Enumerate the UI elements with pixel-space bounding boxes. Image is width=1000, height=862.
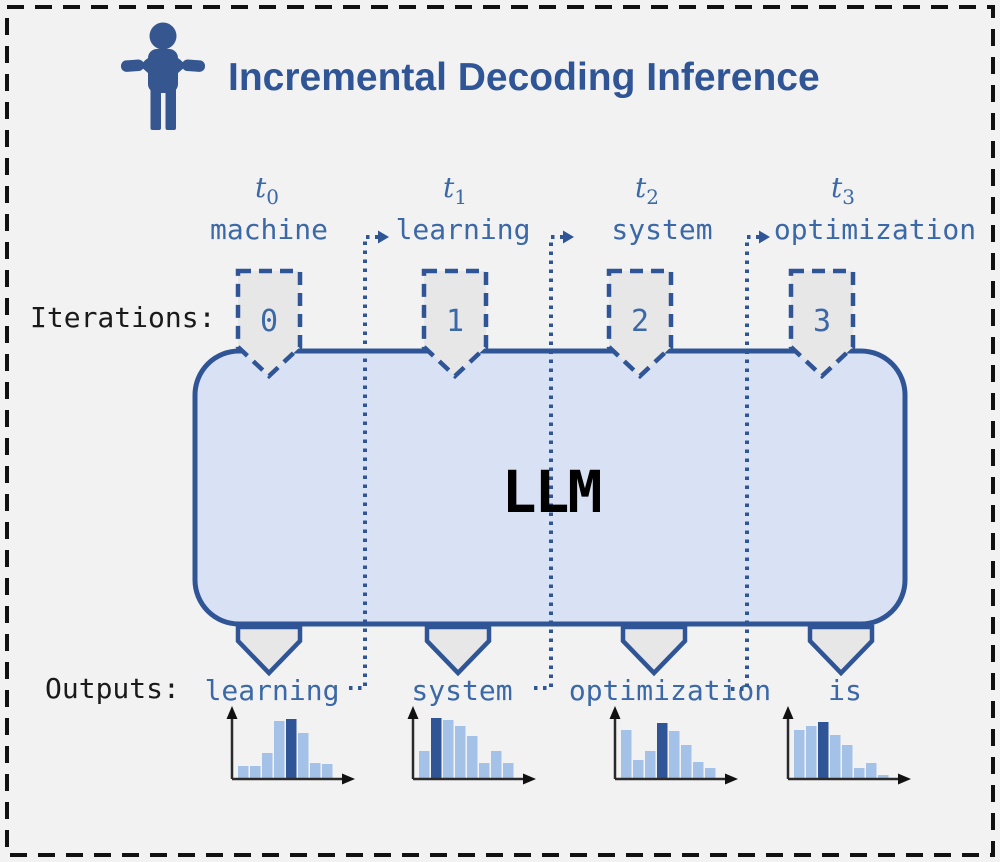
iteration-marker-0 — [235, 268, 303, 380]
time-subscript: 1 — [454, 185, 467, 209]
time-subscript: 2 — [646, 185, 659, 209]
probability-bar — [503, 763, 514, 778]
selected-token-bar — [286, 719, 297, 778]
time-symbol: t — [443, 171, 455, 204]
probability-chart-2 — [609, 706, 738, 785]
probability-bar — [842, 745, 853, 778]
output-token-3: is — [828, 674, 862, 707]
input-token-1: learning — [396, 213, 531, 246]
axis-arrow-icon — [407, 706, 419, 719]
time-label-0: t0 — [255, 171, 279, 209]
probability-bar — [830, 735, 841, 778]
output-token-1: system — [411, 674, 512, 707]
probability-bar — [443, 720, 454, 778]
axis-arrow-icon — [609, 706, 621, 719]
output-token-0: learning — [205, 674, 340, 707]
time-symbol: t — [831, 171, 843, 204]
probability-bar — [878, 775, 889, 778]
iteration-number-1: 1 — [446, 304, 464, 339]
time-label-1: t1 — [443, 171, 467, 209]
probability-bar — [854, 768, 865, 778]
iterations-label: Iterations: — [30, 301, 215, 334]
probability-bar — [491, 751, 502, 778]
axis-arrow-icon — [226, 706, 238, 719]
axis-arrow-icon — [342, 773, 355, 785]
probability-bar — [298, 733, 309, 778]
probability-bars — [419, 718, 514, 778]
axis-arrow-icon — [782, 706, 794, 719]
output-token-2: optimization — [569, 674, 771, 707]
probability-bars — [794, 722, 889, 778]
probability-bar — [419, 751, 430, 778]
probability-bar — [693, 762, 704, 778]
llm-label: LLM — [502, 458, 601, 526]
probability-bar — [455, 726, 466, 778]
person-head — [149, 22, 177, 50]
probability-bar — [633, 760, 644, 778]
output-marker-3 — [807, 624, 875, 677]
probability-bar — [866, 763, 877, 778]
iteration-marker-2 — [606, 268, 674, 380]
iteration-marker-1 — [421, 268, 489, 380]
probability-chart-0 — [226, 706, 355, 785]
probability-bar — [238, 766, 249, 778]
output-marker-1 — [424, 624, 492, 677]
time-label-3: t3 — [831, 171, 855, 209]
time-symbol: t — [255, 171, 267, 204]
input-token-3: optimization — [774, 213, 976, 246]
probability-bar — [467, 736, 478, 778]
page-title: Incremental Decoding Inference — [228, 56, 820, 99]
probability-bar — [262, 753, 273, 778]
probability-bar — [794, 730, 805, 778]
probability-chart-3 — [782, 706, 911, 785]
person-left-leg — [150, 88, 161, 130]
person-right-hand — [182, 59, 206, 72]
person-right-arm — [168, 55, 186, 73]
probability-chart-1 — [407, 706, 536, 785]
probability-bar — [250, 766, 261, 778]
time-label-2: t2 — [635, 171, 659, 209]
person-right-leg — [165, 88, 176, 130]
iteration-marker-3 — [788, 268, 856, 380]
outputs-label: Outputs: — [45, 672, 180, 705]
probability-bar — [621, 730, 632, 778]
probability-bar — [322, 764, 333, 778]
iteration-number-3: 3 — [813, 304, 831, 339]
output-marker-0 — [235, 624, 303, 677]
output-marker-2 — [620, 624, 688, 677]
iteration-number-2: 2 — [631, 304, 649, 339]
figure-dashed-border — [5, 5, 995, 857]
probability-bar — [645, 751, 656, 778]
person-left-hand — [120, 59, 144, 72]
axis-arrow-icon — [898, 773, 911, 785]
time-symbol: t — [635, 171, 647, 204]
feedback-arrow-icon — [378, 230, 389, 244]
probability-bar — [310, 763, 321, 778]
input-token-0: machine — [210, 213, 328, 246]
probability-bar — [806, 726, 817, 778]
input-token-2: system — [611, 213, 712, 246]
time-subscript: 0 — [266, 185, 279, 209]
probability-bars — [238, 719, 333, 778]
probability-bar — [705, 768, 716, 778]
axis-arrow-icon — [523, 773, 536, 785]
probability-bar — [681, 745, 692, 778]
iteration-number-0: 0 — [260, 304, 278, 339]
feedback-arrow-icon — [563, 230, 574, 244]
selected-token-bar — [818, 722, 829, 778]
probability-bar — [479, 763, 490, 778]
probability-bars — [621, 723, 716, 778]
time-subscript: 3 — [842, 185, 855, 209]
selected-token-bar — [431, 718, 442, 778]
probability-bar — [274, 721, 285, 778]
person-icon — [120, 22, 206, 130]
probability-bar — [669, 731, 680, 778]
feedback-arrow-icon — [759, 230, 770, 244]
selected-token-bar — [657, 723, 668, 778]
axis-arrow-icon — [725, 773, 738, 785]
person-left-arm — [140, 55, 158, 73]
